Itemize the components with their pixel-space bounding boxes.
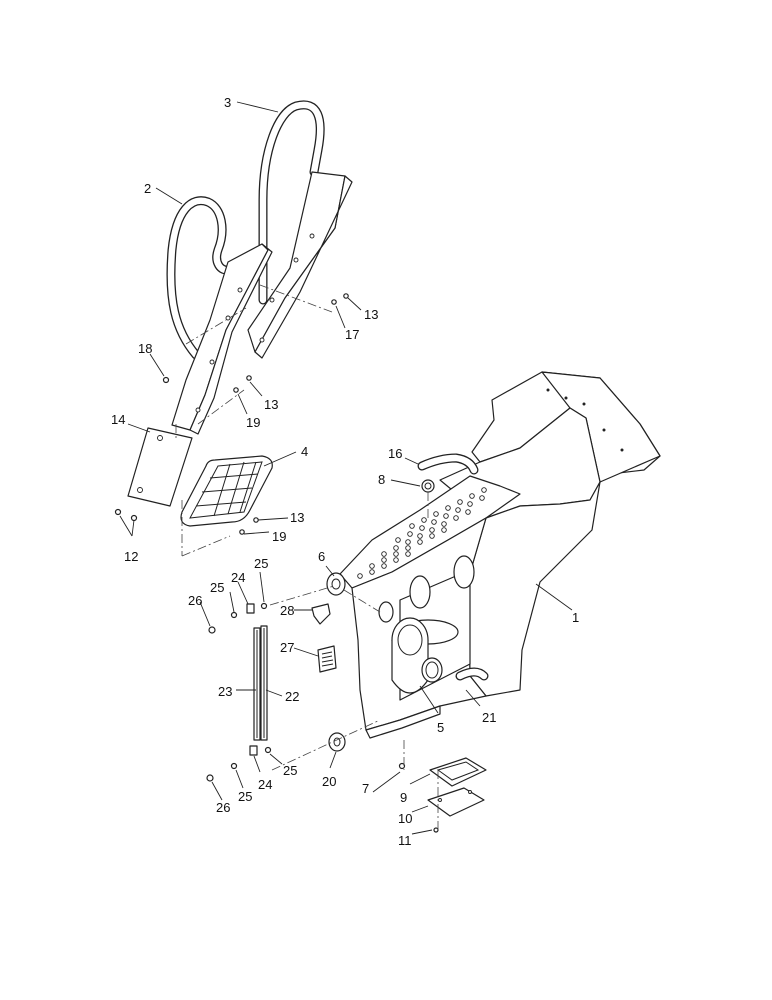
bracket-24-upper [246, 603, 255, 614]
bracket-24-lower [249, 745, 258, 756]
callout-2: 2 [144, 181, 151, 196]
handrail-2 [166, 196, 273, 435]
gasket-10 [427, 787, 485, 817]
callout-8: 8 [378, 472, 385, 487]
canister-5 [391, 617, 429, 694]
assembly-lines [175, 284, 439, 830]
step-grate-4 [180, 455, 273, 527]
callout-25-c: 25 [283, 763, 297, 778]
callout-17: 17 [345, 327, 359, 342]
decal-27 [317, 645, 337, 673]
callout-16: 16 [388, 446, 402, 461]
callout-5: 5 [437, 720, 444, 735]
trim-strip-22-23 [253, 625, 268, 741]
hose-16 [417, 453, 479, 475]
callout-10: 10 [398, 811, 412, 826]
grommet-6 [326, 572, 346, 596]
handrail-3 [247, 100, 353, 359]
nut-8 [421, 479, 435, 493]
hardware [114, 293, 439, 833]
plate-14 [127, 427, 193, 507]
callout-24-a: 24 [231, 570, 245, 585]
callout-4: 4 [301, 444, 308, 459]
callout-13-a: 13 [364, 307, 378, 322]
callout-19-b: 19 [272, 529, 286, 544]
callout-labels: 3 2 13 17 18 13 19 14 4 16 8 13 19 12 6 … [111, 95, 579, 848]
callout-6: 6 [318, 549, 325, 564]
callout-28: 28 [280, 603, 294, 618]
callout-27: 27 [280, 640, 294, 655]
callout-24-b: 24 [258, 777, 272, 792]
callout-13-b: 13 [264, 397, 278, 412]
callout-12: 12 [124, 549, 138, 564]
callout-22: 22 [285, 689, 299, 704]
fitting-21 [421, 657, 489, 683]
callout-11: 11 [398, 833, 412, 848]
callout-14: 14 [111, 412, 125, 427]
grommet-20 [328, 732, 346, 752]
cover-plate-9 [429, 757, 487, 787]
callout-9: 9 [400, 790, 407, 805]
callout-1: 1 [572, 610, 579, 625]
callout-18: 18 [138, 341, 152, 356]
callout-26-b: 26 [216, 800, 230, 815]
callout-3: 3 [224, 95, 231, 110]
leader-lines [119, 101, 573, 835]
callout-25-a: 25 [254, 556, 268, 571]
callout-25-d: 25 [238, 789, 252, 804]
callout-20: 20 [322, 774, 336, 789]
callout-23: 23 [218, 684, 232, 699]
callout-21: 21 [482, 710, 496, 725]
callout-26-a: 26 [188, 593, 202, 608]
callout-7: 7 [362, 781, 369, 796]
callout-25-b: 25 [210, 580, 224, 595]
callout-19-a: 19 [246, 415, 260, 430]
callout-13-c: 13 [290, 510, 304, 525]
fender-body-1 [339, 371, 661, 739]
clip-28 [311, 603, 331, 625]
